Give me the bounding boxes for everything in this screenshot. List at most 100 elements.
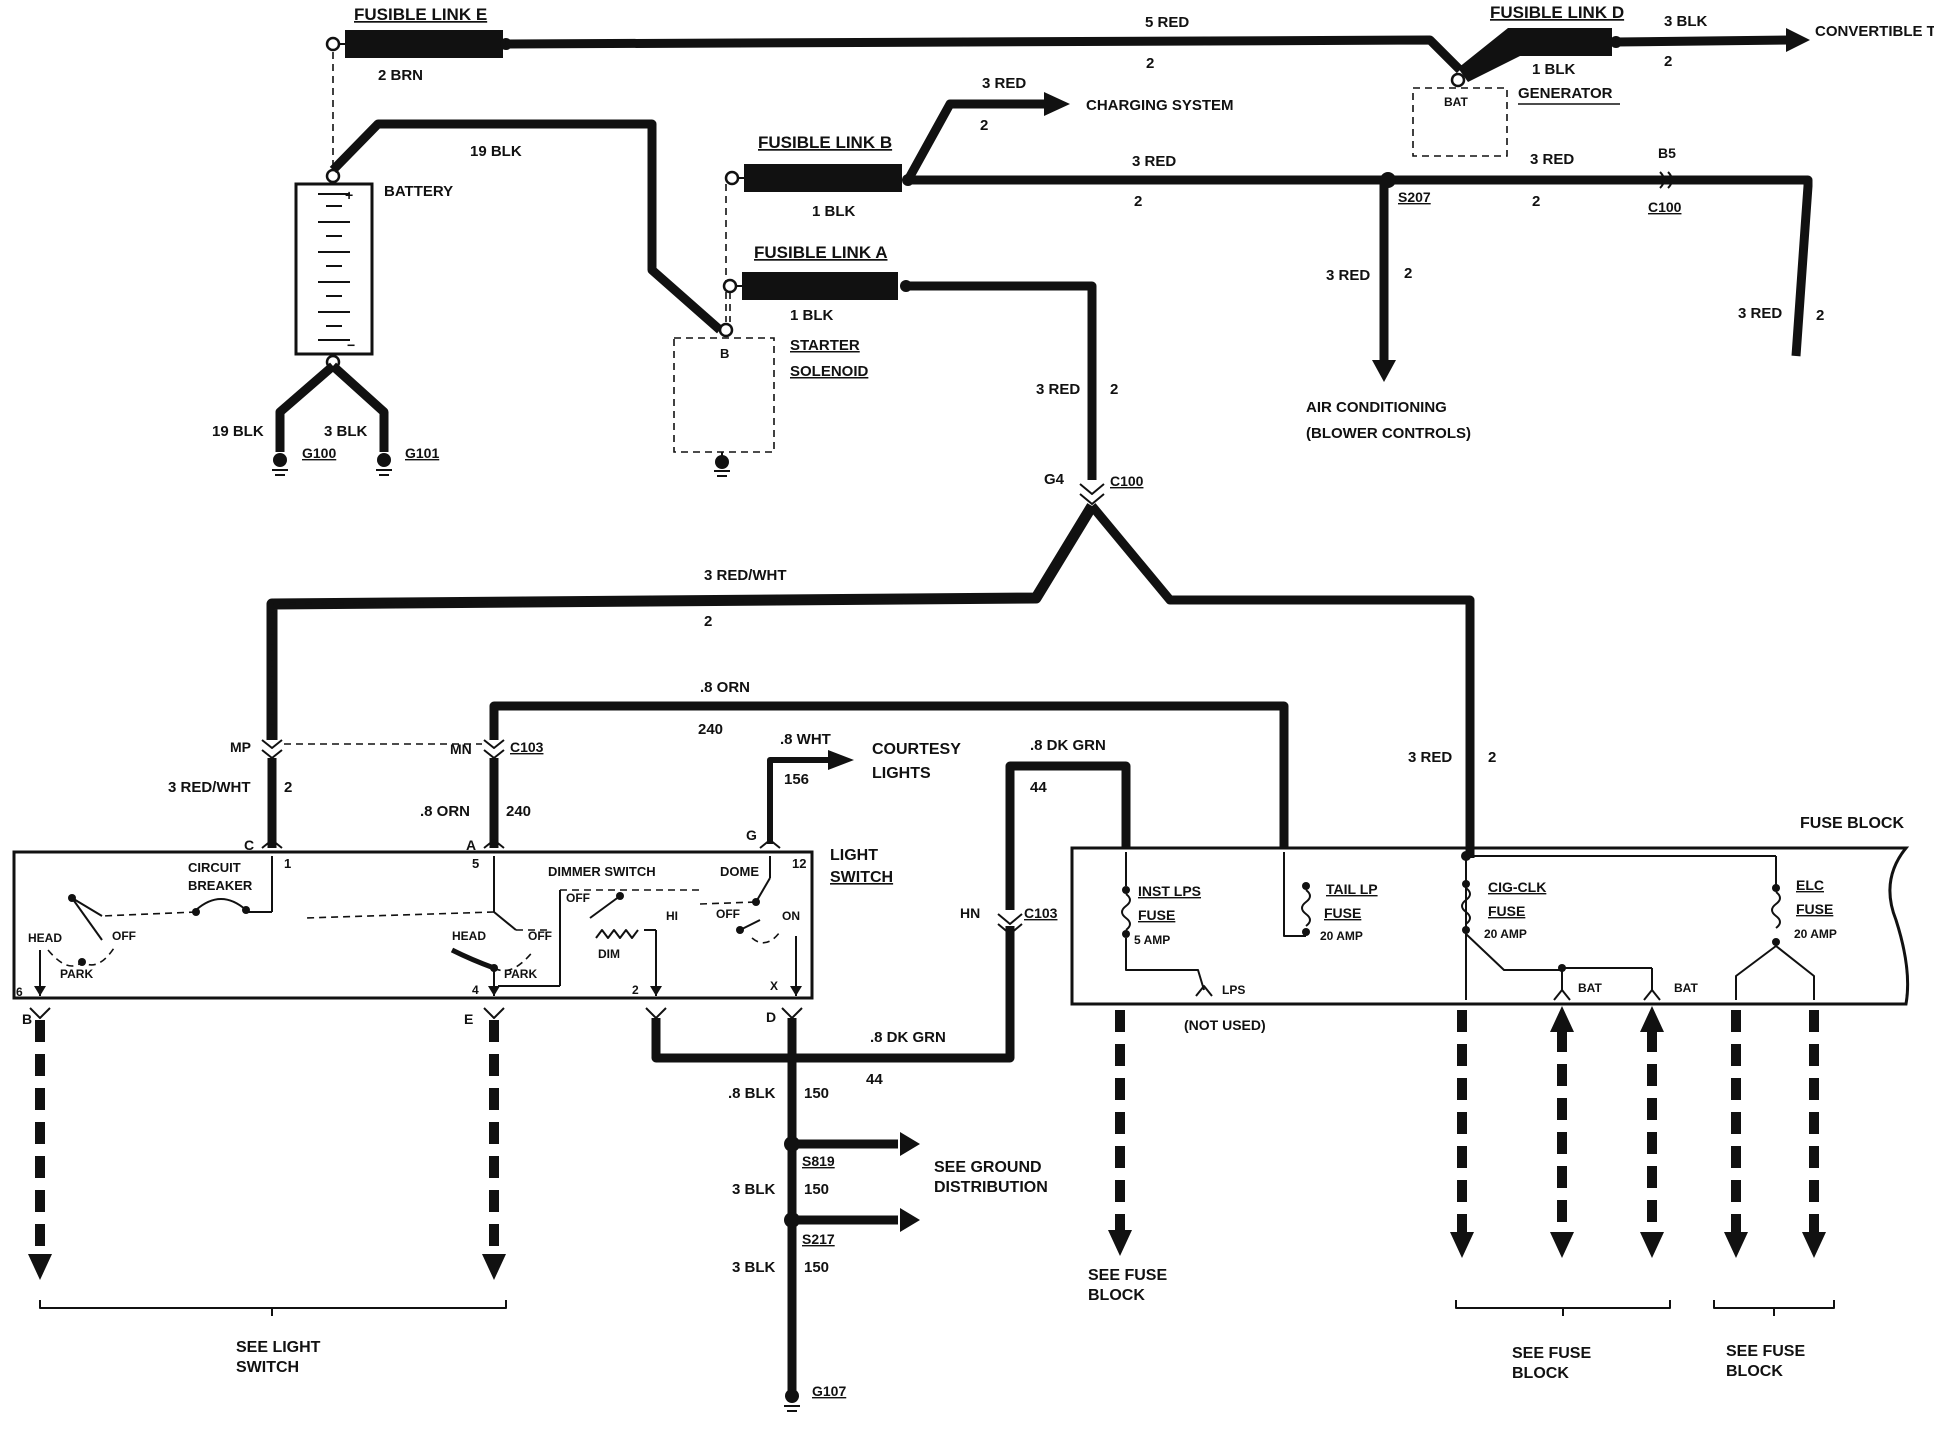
label-fusible-link-b: FUSIBLE LINK B [758,133,892,152]
label-blk-3-b: 3 BLK [732,1259,776,1276]
generator: BAT GENERATOR [1412,72,1620,157]
wire-3-red-main [906,281,1097,480]
label-num-2-charging: 2 [980,117,988,134]
label-red-5: 5 RED [1145,14,1189,31]
label-brn-2: 2 BRN [378,67,423,84]
label-mp: MP [230,739,251,755]
label-pin-5: 5 [472,856,479,871]
label-blower-controls: (BLOWER CONTROLS) [1306,425,1471,442]
label-blk-3-top: 3 BLK [1664,13,1708,30]
wire-8-dkgrn-top [1005,761,1131,910]
label-blk-1-d: 1 BLK [1532,61,1576,78]
label-bat-2: BAT [1674,981,1698,995]
label-red-wht-3-left: 3 RED/WHT [168,779,251,796]
label-generator: GENERATOR [1518,85,1613,102]
label-c100-mid: C100 [1110,473,1144,489]
label-off-dome: OFF [716,907,740,921]
label-distribution: DISTRIBUTION [934,1179,1048,1196]
fuse-block: FUSE BLOCK INST LPS FUSE 5 AMP LPS TAIL … [1070,815,1910,1006]
label-breaker: BREAKER [188,878,253,893]
label-inst-lps: INST LPS [1138,883,1201,899]
label-num-2-ac: 2 [1404,265,1412,282]
wire-5-red [505,35,1464,74]
label-red-3-b: 3 RED [1132,153,1176,170]
label-num-150-b: 150 [804,1181,829,1198]
label-blk-19-top: 19 BLK [470,143,522,160]
label-fuse-block: FUSE BLOCK [1800,815,1904,832]
label-fuse-4: FUSE [1796,901,1833,917]
label-fusible-link-e: FUSIBLE LINK E [354,5,487,24]
label-num-156: 156 [784,771,809,788]
battery: + − BATTERY [294,168,453,370]
label-switch: SWITCH [830,869,893,886]
label-num-2-top: 2 [1146,55,1154,72]
wire-3-blk-ground [329,362,389,452]
label-dkgrn-8-top: .8 DK GRN [1030,737,1106,754]
wire-8-dkgrn-bottom [651,926,1015,1063]
label-see-fuse-1: SEE FUSE [1088,1267,1167,1284]
label-num-2-main: 2 [1110,381,1118,398]
label-park-left: PARK [60,967,93,981]
label-starter: STARTER [790,337,860,354]
label-c103-top: C103 [510,739,544,755]
label-pin-b-bot: B [22,1011,32,1027]
label-pin-b: B [720,346,729,361]
label-red-3-ac: 3 RED [1326,267,1370,284]
label-pin-1: 1 [284,856,291,871]
label-pin-12: 12 [792,856,806,871]
label-off-dim: OFF [566,891,590,905]
label-air-conditioning: AIR CONDITIONING [1306,399,1447,416]
label-not-used: (NOT USED) [1184,1017,1266,1033]
label-lps: LPS [1222,983,1245,997]
label-head-left: HEAD [28,931,62,945]
label-amp-20-a: 20 AMP [1320,929,1363,943]
label-hi: HI [666,909,678,923]
wire-19-blk-top [329,119,723,334]
label-switch-ref: SWITCH [236,1359,299,1376]
label-head-mid: HEAD [452,929,486,943]
label-num-150-a: 150 [804,1085,829,1102]
label-fuse-2: FUSE [1324,905,1361,921]
starter-solenoid: B STARTER SOLENOID [673,322,869,477]
label-off-mid: OFF [528,929,552,943]
label-blk-1-b: 1 BLK [812,203,856,220]
label-g4: G4 [1044,471,1065,488]
label-fuse-1: FUSE [1138,907,1175,923]
wire-3-red-fuse-block [1088,503,1475,858]
label-convertible-top: CONVERTIBLE TOP [1815,23,1934,40]
ground-g107: G107 [784,1383,846,1412]
label-pin-a: A [466,837,476,853]
label-fusible-link-d: FUSIBLE LINK D [1490,3,1624,22]
label-red-3-fuse: 3 RED [1408,749,1452,766]
light-switch: C A G 1 5 12 LIGHT SWITCH CIRCUIT BREAKE… [12,827,893,1000]
label-pin-4: 4 [472,983,479,997]
label-num-2-b: 2 [1134,193,1142,210]
label-b5: B5 [1658,145,1676,161]
label-num-2-redwht: 2 [704,613,712,630]
label-battery: BATTERY [384,183,453,200]
label-cig-clk: CIG-CLK [1488,879,1546,895]
svg-text:−: − [347,337,355,353]
fusible-link-e: FUSIBLE LINK E 2 BRN [325,5,512,84]
wire-charging [904,99,1046,183]
label-fuse-3: FUSE [1488,903,1525,919]
label-block-3: BLOCK [1726,1363,1783,1380]
wire-19-blk-ground [275,362,336,452]
label-see-ground: SEE GROUND [934,1159,1042,1176]
label-num-150-c: 150 [804,1259,829,1276]
label-red-3-c100: 3 RED [1530,151,1574,168]
label-block-2: BLOCK [1512,1365,1569,1382]
label-num-44-top: 44 [1030,779,1047,796]
label-num-2-top2: 2 [1664,53,1672,70]
fusible-link-d: FUSIBLE LINK D 3 BLK 2 CONVERTIBLE TOP 1… [1458,3,1934,82]
label-block-1: BLOCK [1088,1287,1145,1304]
label-s819: S819 [802,1153,835,1169]
label-amp-20-b: 20 AMP [1484,927,1527,941]
label-orn-8-left: .8 ORN [420,803,470,820]
label-g101: G101 [405,445,439,461]
label-c103-mid: C103 [1024,905,1058,921]
label-wht-8: .8 WHT [780,731,831,748]
label-g107: G107 [812,1383,846,1399]
label-see-fuse-2: SEE FUSE [1512,1345,1591,1362]
